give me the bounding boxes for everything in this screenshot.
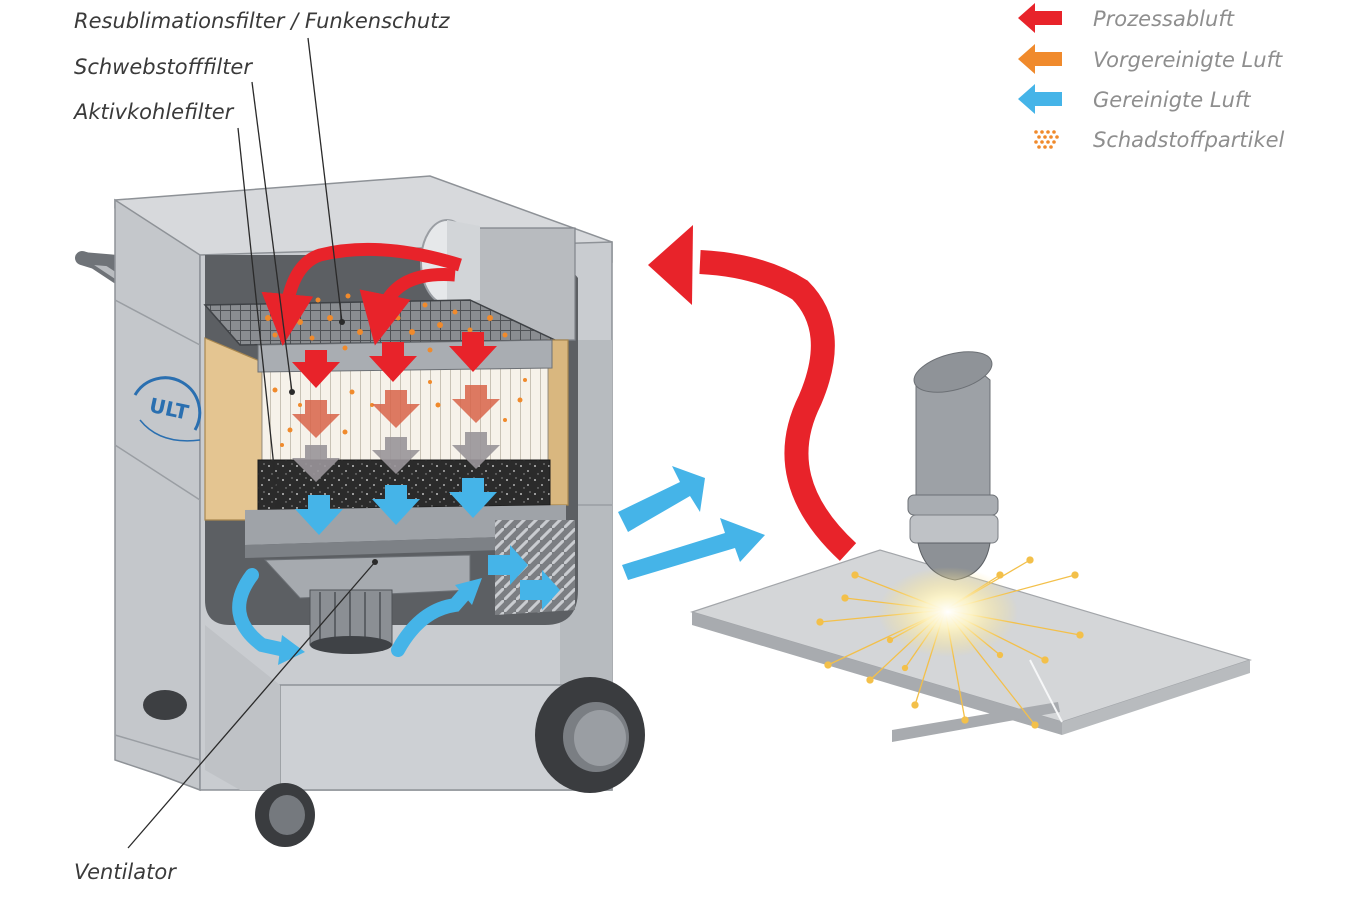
legend-label: Vorgereinigte Luft	[1093, 48, 1283, 72]
legend-item-precleaned-air: Vorgereinigte Luft	[1018, 44, 1283, 74]
welding-torch	[907, 351, 999, 581]
red-arrow-icon	[1018, 3, 1062, 33]
filtered-air-arrows	[292, 432, 500, 482]
label-resublimation-filter: Resublimationsfilter / Funkenschutz	[74, 9, 450, 33]
clean-air-outlet-arrows	[618, 466, 765, 580]
legend: Prozessabluft Vorgereinigte Luft Gereini…	[1018, 3, 1285, 152]
legend-label: Schadstoffpartikel	[1093, 128, 1285, 152]
label-fan: Ventilator	[74, 860, 177, 884]
wheels	[143, 677, 645, 847]
legend-item-particles: Schadstoffpartikel	[1034, 128, 1285, 152]
precleaned-air-arrows	[292, 385, 500, 438]
process-air-inflow	[261, 242, 462, 346]
fan-chamber-airflow	[232, 568, 475, 657]
legend-label: Gereinigte Luft	[1093, 88, 1251, 112]
orange-arrow-icon	[1018, 44, 1062, 74]
extraction-unit: ULT	[75, 175, 645, 847]
blue-arrow-icon	[1018, 84, 1062, 114]
process-air-down-arrows	[292, 332, 497, 388]
clean-air-arrows	[295, 478, 497, 535]
legend-label: Prozessabluft	[1093, 7, 1235, 31]
label-hepa-filter: Schwebstofffilter	[74, 55, 253, 79]
legend-item-clean-air: Gereinigte Luft	[1018, 84, 1251, 114]
label-activated-carbon-filter: Aktivkohlefilter	[72, 100, 235, 124]
particles-icon	[1034, 130, 1059, 149]
legend-item-process-air: Prozessabluft	[1018, 3, 1235, 33]
fan	[263, 554, 471, 654]
welding-flash	[878, 567, 1018, 657]
process-air-return-arrow	[648, 225, 857, 561]
callout-labels: Resublimationsfilter / Funkenschutz Schw…	[72, 9, 450, 884]
